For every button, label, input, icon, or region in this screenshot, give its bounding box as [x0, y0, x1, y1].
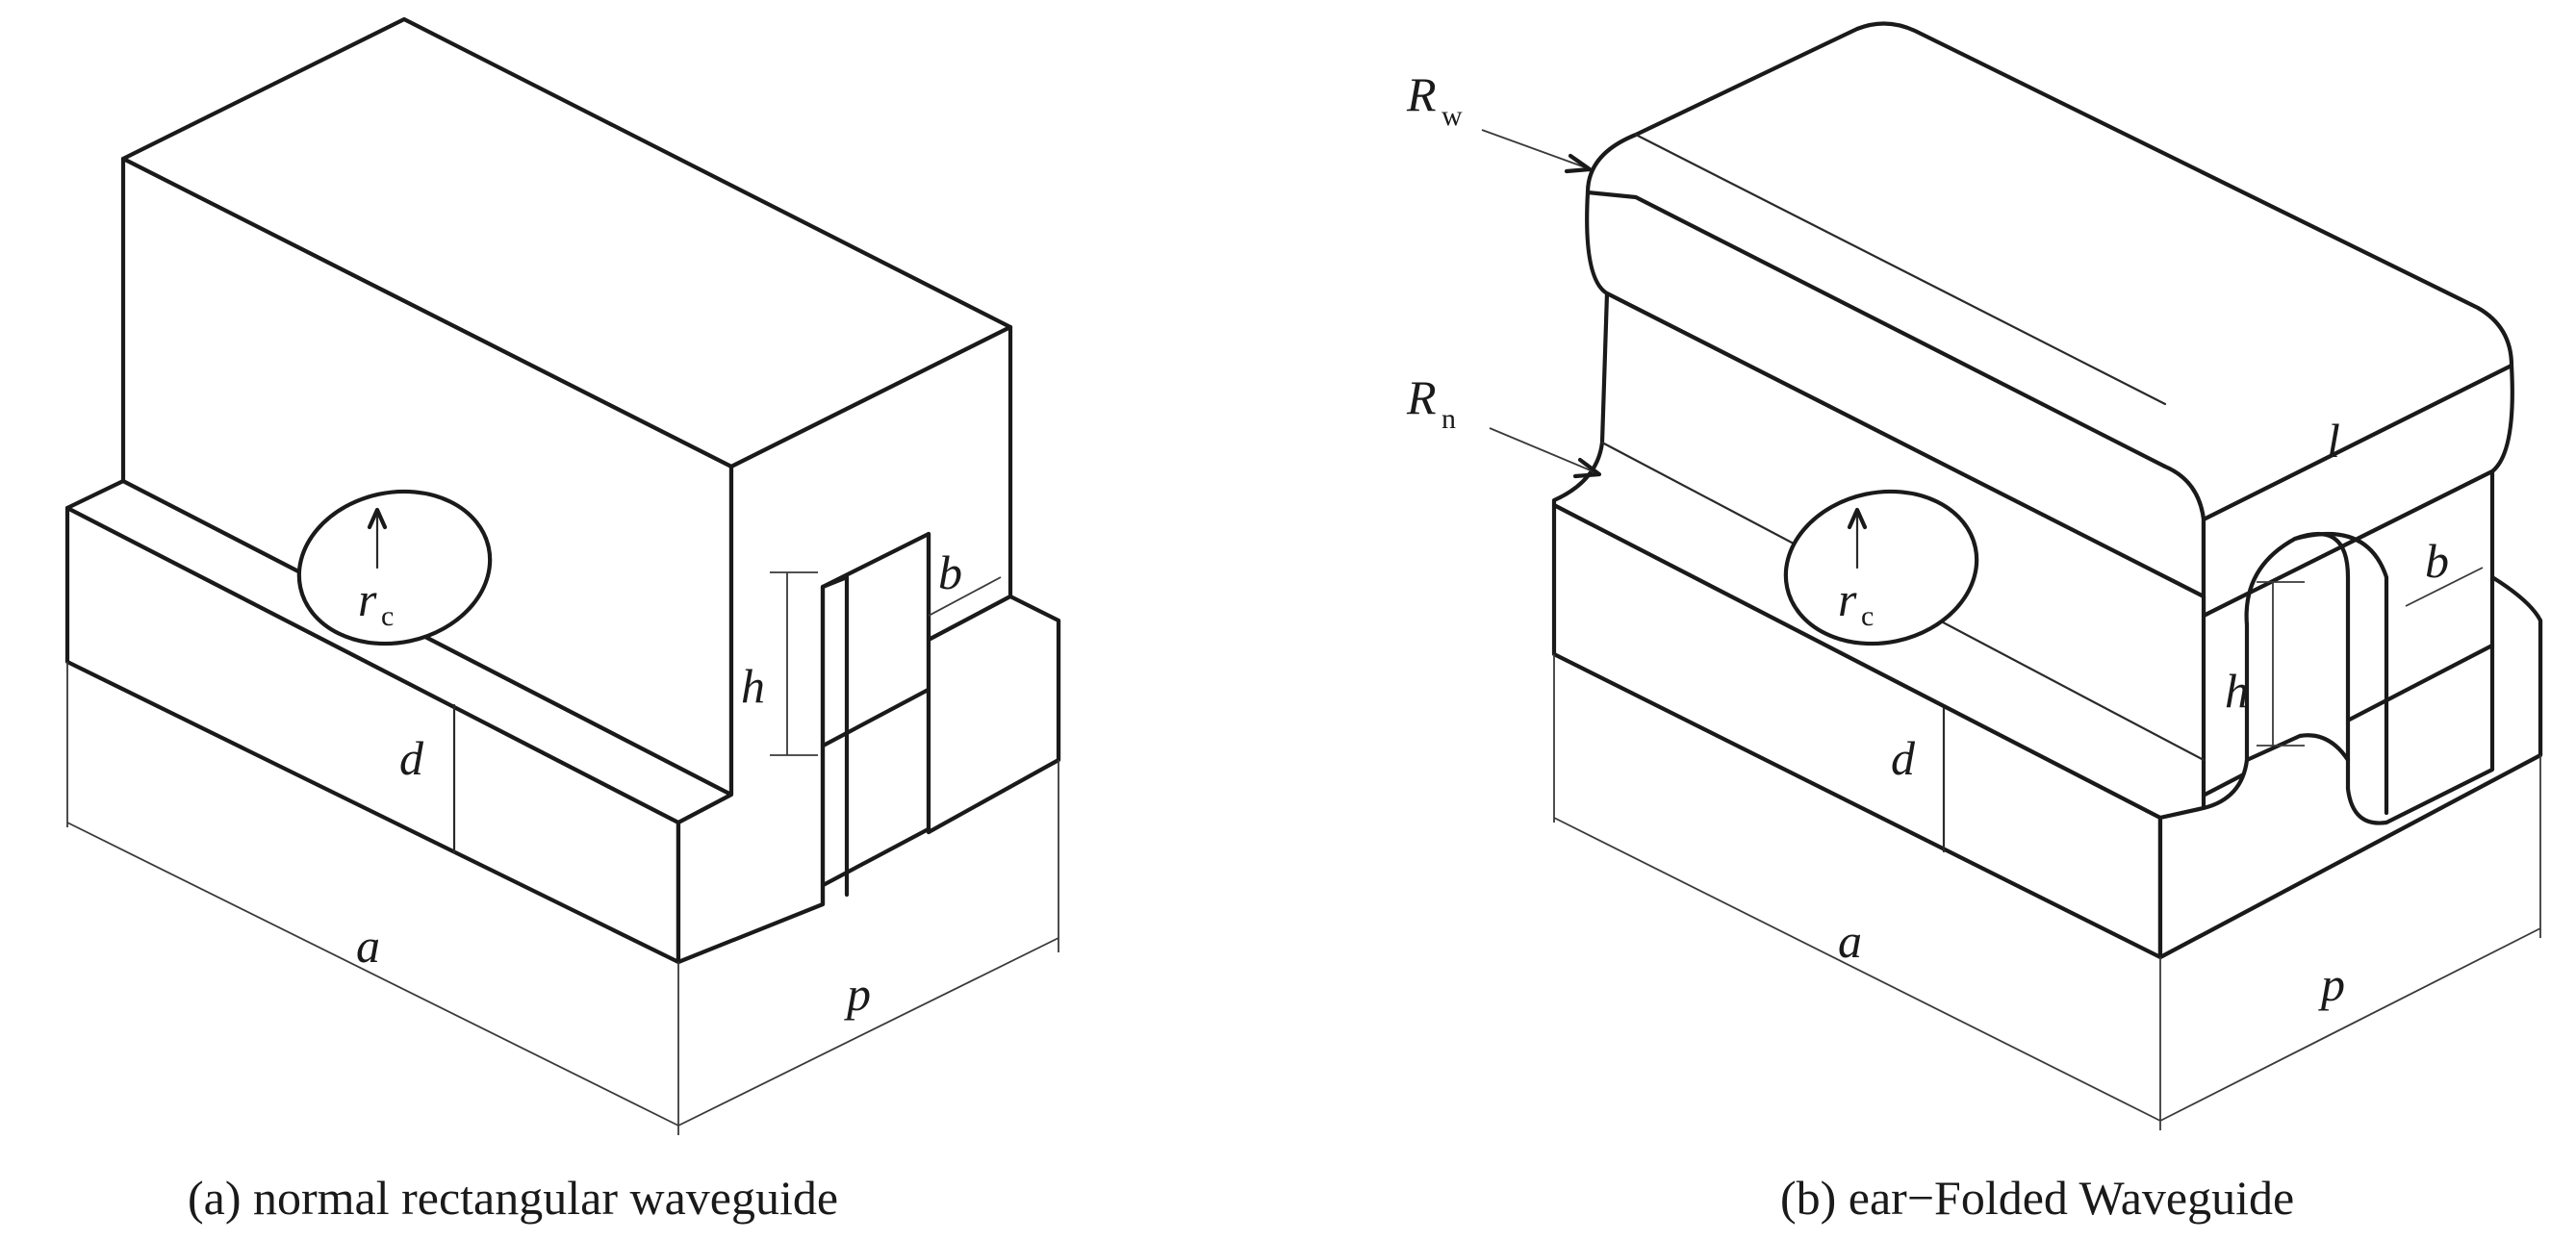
b-label-p: p — [2318, 957, 2345, 1011]
b-label-a: a — [1838, 914, 1862, 968]
a-dim-h — [770, 571, 818, 756]
figure-b-ear-folded-waveguide: r c R w R n l b h d a p — [1406, 21, 2543, 1130]
b-radius-arrow-icon — [1847, 507, 1868, 530]
b-dim-p — [2159, 755, 2541, 1122]
b-beam-tunnel — [1783, 489, 1979, 646]
b-label-rn-sub: n — [1441, 403, 1456, 435]
a-label-r-sub: c — [381, 600, 394, 632]
b-label-d: d — [1891, 731, 1916, 785]
b-label-h: h — [2225, 664, 2249, 718]
b-right-slot-face — [2157, 469, 2543, 960]
b-dim-h — [2257, 581, 2305, 747]
b-dim-a — [1553, 654, 2161, 1130]
b-rn-arrow-icon — [1572, 457, 1602, 479]
b-dim-b — [2405, 567, 2484, 607]
a-label-a: a — [356, 919, 380, 973]
caption-a: (a) normal rectangular waveguide — [188, 1171, 838, 1225]
b-label-rw: R — [1406, 67, 1437, 121]
b-slot-inner-edge — [2244, 531, 2389, 816]
b-label-r-sub: c — [1861, 600, 1874, 632]
b-label-l: l — [2327, 414, 2340, 468]
b-rn-leader — [1489, 427, 1598, 474]
a-label-b: b — [938, 545, 962, 599]
b-label-rn: R — [1406, 370, 1437, 424]
a-dim-a — [66, 662, 679, 1135]
a-dim-p — [677, 760, 1059, 1127]
a-beam-tunnel — [296, 489, 493, 646]
a-label-d: d — [399, 731, 424, 785]
a-label-r: r — [358, 572, 377, 626]
b-label-b: b — [2425, 534, 2449, 588]
a-dim-b — [928, 576, 1002, 617]
b-rw-arrow-icon — [1564, 153, 1593, 174]
a-radius-arrow-icon — [367, 507, 388, 530]
caption-b: (b) ear−Folded Waveguide — [1780, 1171, 2294, 1225]
b-rw-leader — [1481, 129, 1589, 169]
a-step-face — [926, 594, 1061, 835]
b-label-rw-sub: w — [1441, 100, 1463, 132]
a-label-h: h — [741, 659, 765, 713]
b-label-r: r — [1838, 572, 1857, 626]
b-cap-highlight-1 — [1634, 133, 2167, 406]
a-label-p: p — [844, 967, 871, 1021]
figure-a-normal-rectangular-waveguide: r c h b d a p — [64, 16, 1061, 1135]
